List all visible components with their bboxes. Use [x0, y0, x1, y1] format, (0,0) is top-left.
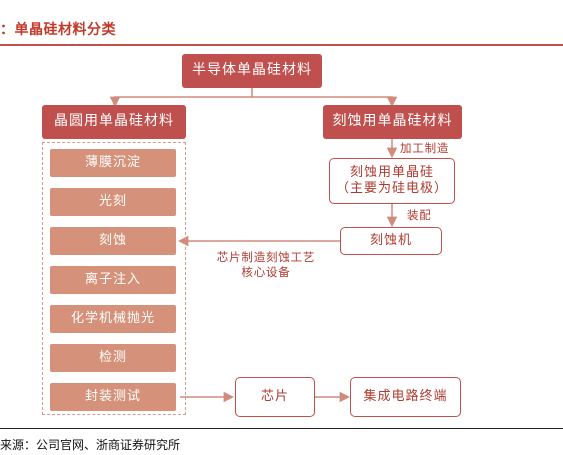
wafer-silicon-node: 晶圆用单晶硅材料 [42, 105, 186, 139]
figure-title: ：单晶硅材料分类 [0, 22, 116, 38]
step-packaging-testing: 封装测试 [50, 383, 176, 411]
etch-silicon-line2: （主要为硅电极） [335, 181, 448, 196]
etch-silicon-material-node: 刻蚀用单晶硅材料 [323, 105, 462, 139]
step-inspection: 检测 [50, 344, 176, 372]
ic-terminal-node: 集成电路终端 [350, 377, 461, 417]
label-core-line1: 芯片制造刻蚀工艺 [216, 250, 316, 264]
label-assembly: 装配 [407, 208, 432, 222]
etch-silicon-line1: 刻蚀用单晶硅 [349, 164, 434, 180]
etch-silicon-electrode-node: 刻蚀用单晶硅 （主要为硅电极） [329, 158, 455, 204]
source-note: 来源：公司官网、浙商证券研究所 [0, 438, 181, 452]
root-to-etch-connector [252, 96, 398, 108]
bottom-rule [0, 428, 563, 429]
step-cmp: 化学机械抛光 [50, 305, 176, 333]
process-steps-group [42, 142, 186, 415]
step-lithography: 光刻 [50, 188, 176, 216]
step-film-deposition: 薄膜沉淀 [50, 149, 176, 177]
step-ion-implantation: 离子注入 [50, 266, 176, 294]
label-processing: 加工制造 [400, 141, 450, 155]
label-core-equipment: 芯片制造刻蚀工艺 核心设备 [208, 250, 324, 280]
step-etching: 刻蚀 [50, 227, 176, 255]
etcher-node: 刻蚀机 [340, 227, 442, 255]
root-to-wafer-connector [109, 88, 253, 108]
top-rule [0, 44, 563, 46]
label-core-line2: 核心设备 [241, 264, 291, 279]
chip-node: 芯片 [235, 377, 315, 417]
root-node: 半导体单晶硅材料 [182, 54, 322, 88]
